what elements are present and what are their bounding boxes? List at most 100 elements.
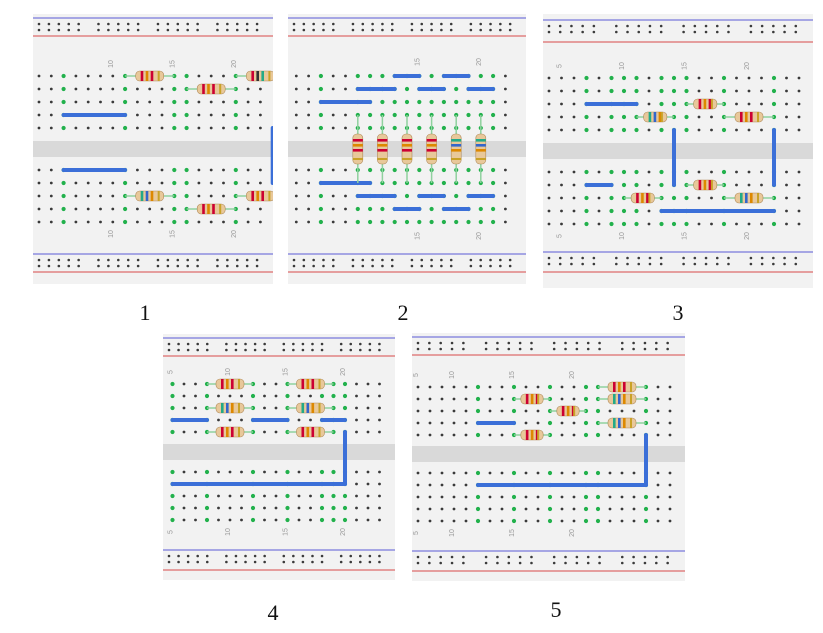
hole [49, 74, 53, 78]
hole [572, 89, 576, 93]
rail-hole [489, 28, 492, 32]
active-hole [61, 125, 66, 131]
hole [355, 494, 358, 498]
hole [488, 385, 492, 389]
rail-hole [322, 258, 325, 262]
active-hole [684, 221, 689, 227]
rail-hole [410, 258, 414, 262]
hole [136, 126, 139, 130]
active-hole [61, 99, 66, 105]
rail-hole [659, 256, 663, 260]
hole [500, 471, 504, 475]
rail-hole [235, 264, 239, 268]
hole [366, 470, 370, 474]
active-hole [61, 86, 66, 92]
hole [148, 87, 152, 91]
rail-hole [351, 264, 355, 268]
rail-hole [282, 348, 286, 352]
active-hole [204, 517, 210, 523]
hole [760, 128, 763, 132]
hole [710, 128, 713, 132]
rail-hole [518, 555, 522, 559]
rail-hole [615, 24, 618, 28]
hole [297, 394, 301, 398]
hole [49, 168, 53, 172]
hole [710, 222, 713, 226]
hole [344, 194, 347, 198]
rail-hole [226, 28, 229, 32]
rail-hole [575, 347, 579, 351]
hole [464, 421, 468, 425]
rail-hole [57, 258, 61, 262]
active-hole [584, 208, 589, 214]
active-hole [511, 384, 517, 390]
hole [197, 181, 201, 185]
rail-hole [469, 264, 473, 268]
active-hole [342, 393, 348, 399]
hole [504, 74, 507, 78]
hole [560, 471, 564, 475]
resistor-band [140, 71, 144, 81]
hole [560, 507, 564, 511]
active-hole [466, 99, 471, 105]
hole [49, 207, 53, 211]
hole [194, 506, 197, 510]
hole [504, 100, 507, 104]
resistor-band [698, 180, 702, 190]
resistor-band [150, 191, 154, 201]
active-hole [123, 86, 128, 92]
rail-hole [244, 348, 247, 352]
rail-hole [312, 28, 315, 32]
active-hole [392, 180, 397, 186]
hole [632, 433, 636, 437]
active-hole [491, 219, 496, 225]
hole [86, 100, 90, 104]
rail-hole [320, 348, 324, 352]
rail-hole [772, 24, 775, 28]
active-hole [511, 396, 517, 402]
rail-hole [518, 347, 522, 351]
hole [440, 471, 444, 475]
hole [344, 220, 347, 224]
rail-hole [332, 22, 335, 26]
hole [331, 74, 335, 78]
active-hole [491, 167, 496, 173]
hole [355, 406, 358, 410]
resistor-band [475, 139, 486, 142]
rail-hole [361, 264, 365, 268]
rail-hole [77, 22, 80, 26]
rail-hole [484, 341, 488, 345]
breadboard-svg: 151520202525 [288, 17, 526, 273]
hole [228, 470, 232, 474]
resistor-band [202, 204, 205, 214]
rail-hole [558, 30, 562, 34]
hole [222, 74, 225, 78]
rail-hole [311, 342, 314, 346]
active-hole [441, 112, 446, 118]
active-hole [671, 221, 677, 227]
rail-hole [450, 561, 454, 565]
hole [74, 220, 78, 224]
hole [37, 194, 41, 198]
hole [366, 506, 370, 510]
active-hole [61, 193, 66, 199]
rail-hole [570, 262, 573, 266]
resistor-band [623, 418, 626, 428]
hole [182, 470, 186, 474]
hole [182, 406, 186, 410]
active-hole [621, 169, 627, 175]
rail-hole [416, 561, 420, 565]
rail-hole [410, 22, 414, 26]
rail-hole [760, 256, 764, 260]
hole [500, 495, 504, 499]
active-hole [429, 206, 434, 212]
hole [209, 220, 213, 224]
resistor-band [306, 403, 310, 413]
hole [760, 222, 763, 226]
rail-hole [547, 262, 551, 266]
hole [378, 506, 381, 510]
rail-hole [659, 30, 663, 34]
rail-hole [682, 262, 685, 266]
hole [647, 209, 651, 213]
